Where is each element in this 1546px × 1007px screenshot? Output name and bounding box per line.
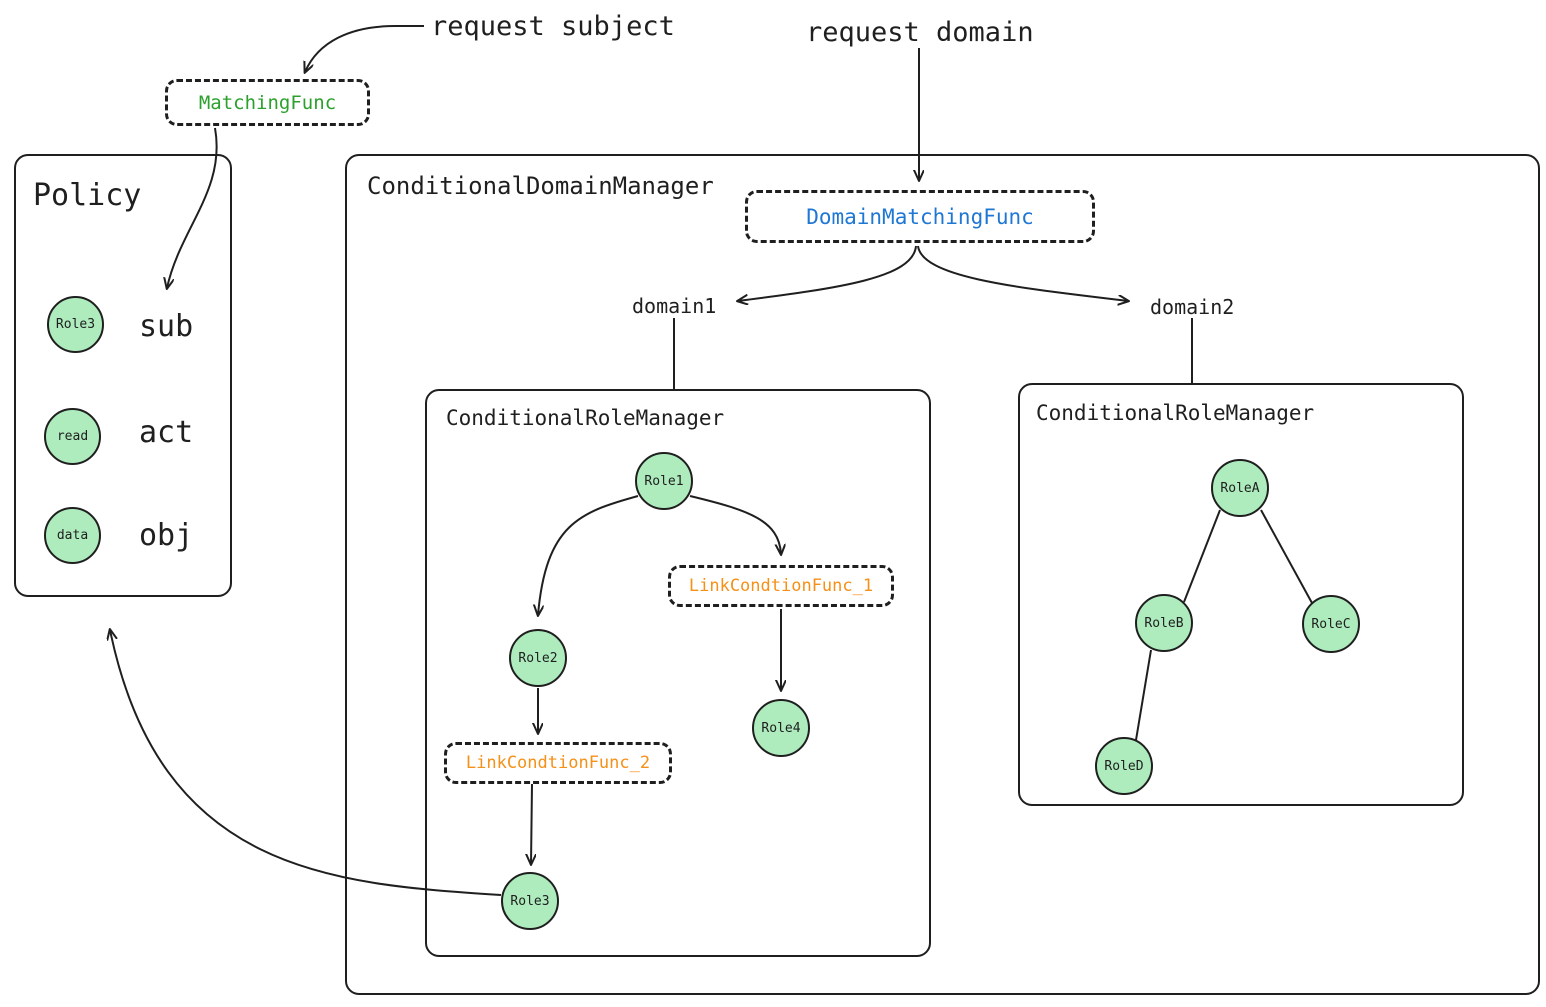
policy-node-obj-label: data xyxy=(56,528,89,543)
policy-node-sub-label: Role3 xyxy=(55,317,96,332)
policy-title: Policy xyxy=(33,178,142,213)
label-domain1: domain1 xyxy=(632,294,717,318)
role-node-roled-label: RoleD xyxy=(1104,758,1144,774)
role-node-role2[interactable]: Role2 xyxy=(509,629,567,687)
role-node-rolea[interactable]: RoleA xyxy=(1211,459,1269,517)
policy-node-obj[interactable]: data xyxy=(44,507,101,564)
domain-matching-func-label: DomainMatchingFunc xyxy=(806,204,1034,229)
role-node-roleb-label: RoleB xyxy=(1144,615,1184,631)
matching-func-box[interactable]: MatchingFunc xyxy=(165,79,370,126)
role-node-role4[interactable]: Role4 xyxy=(752,699,810,757)
role-node-roleb[interactable]: RoleB xyxy=(1135,594,1193,652)
role-node-role1-label: Role1 xyxy=(644,473,684,489)
role-manager-domain2-title: ConditionalRoleManager xyxy=(1036,401,1315,425)
conditional-domain-manager-title: ConditionalDomainManager xyxy=(367,172,714,200)
role-manager-domain2-box xyxy=(1018,383,1464,806)
role-node-roled[interactable]: RoleD xyxy=(1095,737,1153,795)
link-condtion-func-1-box[interactable]: LinkCondtionFunc_1 xyxy=(668,565,894,607)
label-request-domain: request domain xyxy=(806,17,1034,48)
role-manager-domain1-box xyxy=(425,389,931,957)
role-node-role3[interactable]: Role3 xyxy=(501,872,559,930)
role-node-role1[interactable]: Role1 xyxy=(635,452,693,510)
role-node-rolec-label: RoleC xyxy=(1311,616,1351,632)
policy-node-sub[interactable]: Role3 xyxy=(47,296,104,353)
policy-field-act: act xyxy=(139,415,194,450)
label-request-subject: request subject xyxy=(431,11,675,42)
role-node-role4-label: Role4 xyxy=(761,720,801,736)
link-condtion-func-2-label: LinkCondtionFunc_2 xyxy=(465,753,651,773)
policy-node-act[interactable]: read xyxy=(44,408,101,465)
policy-field-sub: sub xyxy=(139,309,194,344)
link-condtion-func-1-label: LinkCondtionFunc_1 xyxy=(688,576,874,596)
role-node-role3-label: Role3 xyxy=(510,893,550,909)
matching-func-label: MatchingFunc xyxy=(198,91,337,114)
role-node-rolea-label: RoleA xyxy=(1220,480,1260,496)
policy-field-obj: obj xyxy=(139,518,194,553)
domain-matching-func-box[interactable]: DomainMatchingFunc xyxy=(745,190,1095,243)
link-condtion-func-2-box[interactable]: LinkCondtionFunc_2 xyxy=(444,742,672,784)
policy-box xyxy=(14,154,232,597)
role-manager-domain1-title: ConditionalRoleManager xyxy=(446,406,725,430)
edge-request-subject xyxy=(305,25,424,72)
policy-node-act-label: read xyxy=(56,429,89,444)
conditional-domain-manager-box xyxy=(345,154,1540,995)
role-node-role2-label: Role2 xyxy=(518,650,558,666)
role-node-rolec[interactable]: RoleC xyxy=(1302,595,1360,653)
label-domain2: domain2 xyxy=(1150,295,1235,319)
